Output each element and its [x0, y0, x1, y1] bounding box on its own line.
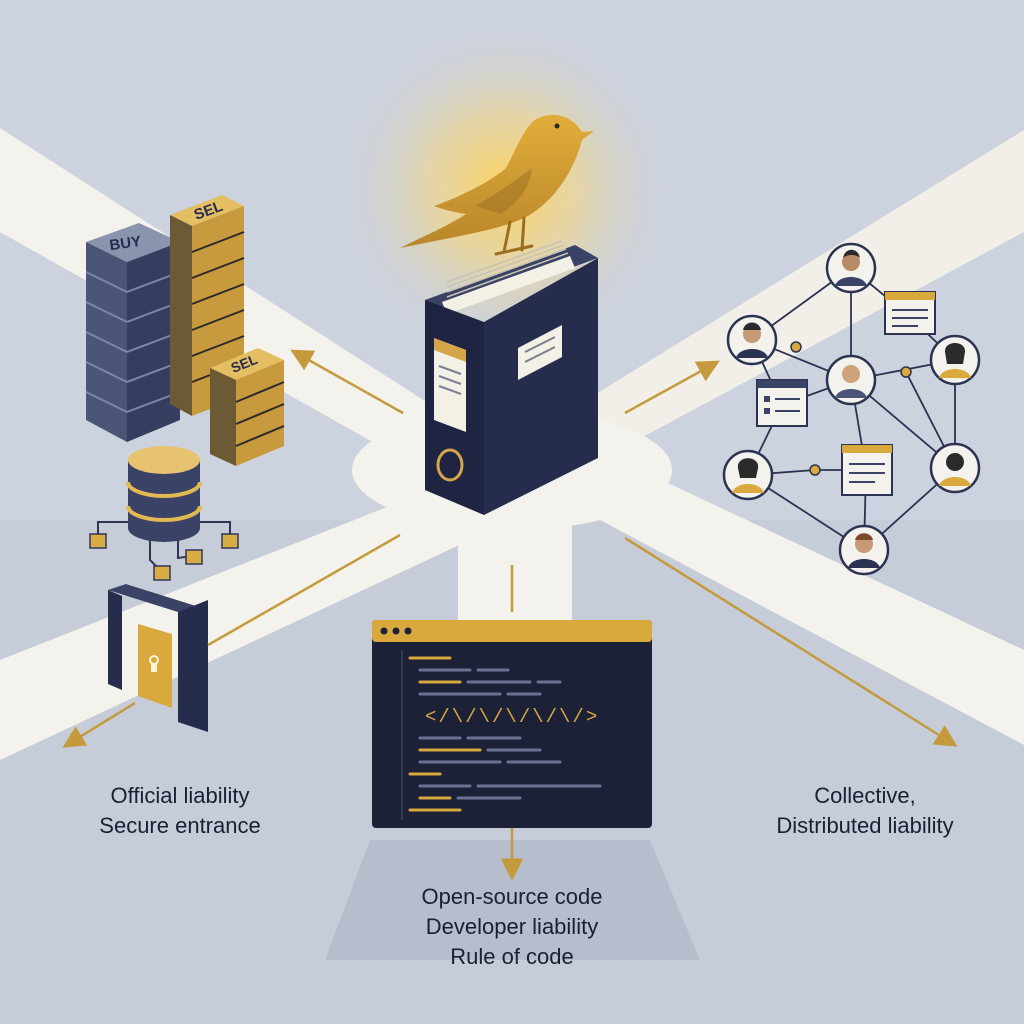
person-avatar	[838, 524, 890, 576]
bird-legs	[494, 216, 534, 256]
person-avatar	[722, 449, 774, 501]
arrow-to-collective	[624, 536, 958, 747]
bird-eye	[554, 123, 560, 129]
flow-arrows	[62, 349, 958, 881]
bird-wing	[475, 168, 532, 214]
golden-bird	[400, 114, 594, 256]
label-line: Open-source code	[421, 884, 603, 909]
gate-post-right	[178, 600, 208, 732]
road-lower-right	[600, 470, 1024, 745]
person-avatar	[929, 442, 981, 494]
central-binder	[425, 240, 598, 515]
arrow-to-official	[62, 701, 136, 748]
sell-stack-left	[170, 215, 192, 416]
chat-bubble-icon	[884, 291, 936, 335]
database-node	[153, 565, 171, 581]
database-top	[128, 446, 200, 474]
sell-small-top	[210, 348, 284, 380]
label-line: Distributed liability	[776, 813, 954, 838]
database-body	[128, 460, 200, 542]
binder-cover-label-lines	[524, 336, 556, 363]
label-line: Official liability	[110, 783, 250, 808]
arrow-to-network	[624, 360, 720, 415]
window-dot-icon	[392, 627, 400, 635]
bird-body	[400, 114, 594, 248]
binder-spine-label-lines	[438, 365, 462, 395]
arrow-to-order-books	[290, 349, 404, 415]
person-avatar	[726, 314, 778, 366]
person-avatar	[929, 334, 981, 386]
people-network	[722, 242, 981, 576]
label-line: Developer liability	[425, 914, 599, 939]
order-book-stacks: BUY SEL SEL	[85, 195, 285, 466]
gate-post-left	[108, 590, 122, 690]
network-junctions	[790, 341, 912, 476]
terminal-window	[372, 620, 652, 828]
database-icon	[89, 446, 239, 581]
binder-ring	[436, 448, 464, 482]
label-line: Rule of code	[450, 944, 574, 969]
database-node	[89, 533, 107, 549]
lock-body	[151, 664, 157, 672]
database-band-1	[126, 481, 202, 498]
chat-bubble-icon	[841, 444, 893, 496]
road-lower-left	[0, 490, 470, 760]
official-liability-label: Official liability Secure entrance	[50, 781, 310, 841]
chat-bubble-icon	[756, 379, 808, 427]
sell-small-layers	[235, 381, 285, 447]
binder-spine-label-band	[434, 338, 466, 362]
gate-top	[108, 584, 196, 612]
collective-liability-label: Collective, Distributed liability	[720, 781, 1010, 841]
code-snippet: </\/\/\/\/\/>	[425, 706, 599, 728]
binder-cover	[484, 258, 598, 515]
road-upper-right	[570, 130, 1024, 460]
sell-small-left	[210, 368, 236, 466]
window-dot-icon	[404, 627, 412, 635]
sell-stack-top	[170, 195, 244, 226]
database-band-2	[126, 505, 202, 522]
person-avatar	[825, 242, 877, 294]
binder-pages	[442, 256, 575, 314]
developer-liability-label: Open-source code Developer liability Rul…	[362, 882, 662, 972]
window-dot-icon	[380, 627, 388, 635]
road-south	[458, 520, 572, 640]
label-line: Secure entrance	[99, 813, 261, 838]
buy-stack: BUY	[85, 223, 181, 442]
buy-label: BUY	[109, 233, 143, 254]
label-line: Collective,	[814, 783, 916, 808]
terminal-titlebar	[372, 620, 652, 642]
sell-stack-small: SEL	[210, 348, 285, 466]
arrow-line-to-gate	[207, 533, 401, 647]
person-avatar	[825, 354, 877, 406]
secure-gate	[108, 584, 208, 732]
code-lines	[408, 656, 602, 812]
terminal-shadow	[325, 840, 700, 960]
sell-stack: SEL	[170, 195, 245, 416]
code-terminal: </\/\/\/\/\/>	[372, 620, 652, 828]
binder-spine-label	[434, 338, 466, 432]
database-node	[185, 549, 203, 565]
buy-stack-top	[86, 223, 180, 262]
binder-page-lines	[446, 240, 569, 298]
database-node	[221, 533, 239, 549]
